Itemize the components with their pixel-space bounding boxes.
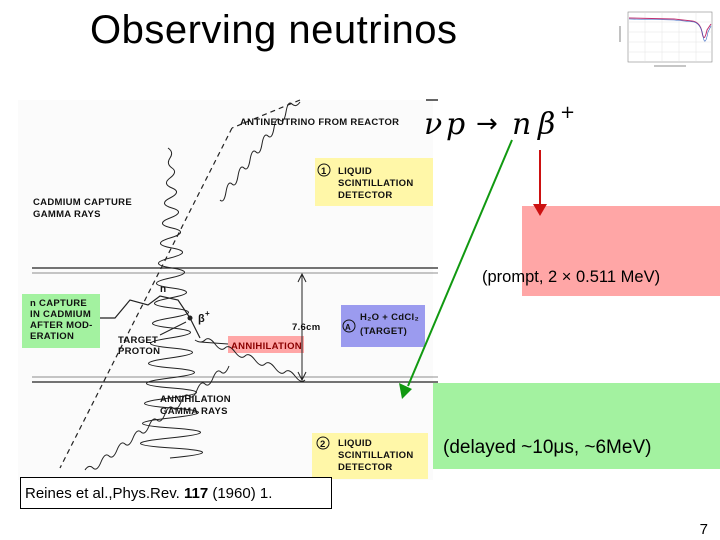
slide-title: Observing neutrinos (90, 8, 458, 52)
neutron-label: n (160, 284, 166, 295)
antineutrino-track-upper (231, 99, 301, 129)
scanned-diagram-background (18, 100, 433, 480)
reaction-arrow: → (476, 109, 498, 139)
cadmium-capture-label-2: GAMMA RAYS (33, 209, 101, 220)
target-number: A (345, 323, 351, 332)
prompt-arrow (533, 150, 547, 216)
target-label-1: H₂O + CdCl₂ (360, 312, 419, 323)
n-capture-label-4: ERATION (30, 331, 74, 342)
neutron-path (100, 295, 191, 319)
n-capture-label-3: AFTER MOD- (30, 320, 93, 331)
target-proton-label-2: PROTON (118, 346, 160, 357)
cadmium-capture-label-1: CADMIUM CAPTURE (33, 197, 132, 208)
annihilation-label: ANNIHILATION (231, 341, 302, 352)
target-proton-arrow (159, 321, 187, 336)
citation-box: Reines et al.,Phys.Rev. 117 (1960) 1. (20, 477, 332, 509)
detector-boundaries (32, 267, 438, 383)
detector1-number: 1 (321, 166, 327, 177)
target-label-2: (TARGET) (360, 326, 407, 337)
detector2-label-box (312, 433, 428, 479)
citation-authors: Reines et al.,Phys.Rev. (25, 485, 180, 502)
antineutrino-label: ANTINEUTRINO FROM REACTOR (240, 117, 399, 128)
reaction-proton: p (446, 107, 465, 142)
reaction-neutron: n (512, 107, 531, 142)
detector2-number: 2 (320, 439, 326, 450)
beta-label: β (198, 313, 205, 325)
detector2-label-3: DETECTOR (338, 462, 392, 473)
reaction-equation: ν p → n β + (424, 99, 575, 142)
n-capture-label-2: IN CADMIUM (30, 309, 91, 320)
detector1-label-3: DETECTOR (338, 190, 392, 201)
target-proton-label-1: TARGET (118, 335, 158, 346)
delayed-signal-text: (delayed ~10μs, ~6MeV) (443, 437, 652, 458)
reaction-antineutrino: ν (424, 107, 442, 142)
prompt-signal-text: (prompt, 2 × 0.511 MeV) (482, 268, 661, 286)
detector1-label-2: SCINTILLATION (338, 178, 414, 189)
thickness-label: 7.6cm (292, 322, 320, 333)
thickness-dimension (297, 272, 307, 382)
annihilation-gamma-label-2: GAMMA RAYS (160, 406, 228, 417)
citation-volume: 117 (183, 485, 209, 502)
detector2-label-2: SCINTILLATION (338, 450, 414, 461)
gamma-ray-tracks (84, 101, 306, 471)
annihilation-gamma-label-1: ANNIHILATION (160, 394, 231, 405)
citation-rest: (1960) 1. (208, 485, 273, 502)
delayed-signal-box (384, 383, 720, 469)
page-number: 7 (699, 521, 708, 538)
interaction-vertex (187, 315, 193, 321)
beta-charge-label: + (205, 309, 210, 318)
delayed-arrow (399, 139, 513, 399)
antineutrino-track (59, 127, 233, 469)
annihilation-label-box (228, 336, 304, 353)
reaction-charge: + (560, 102, 575, 123)
n-capture-label-1: n CAPTURE (30, 298, 87, 309)
n-capture-label-box (22, 294, 100, 348)
reaction-positron: β (537, 107, 555, 142)
detector1-label-box (315, 158, 433, 206)
detector2-label-1: LIQUID (338, 438, 372, 449)
thumbnail-plot (619, 11, 713, 67)
detector1-label-1: LIQUID (338, 166, 372, 177)
prompt-signal-box (522, 206, 720, 296)
positron-track (189, 317, 201, 339)
